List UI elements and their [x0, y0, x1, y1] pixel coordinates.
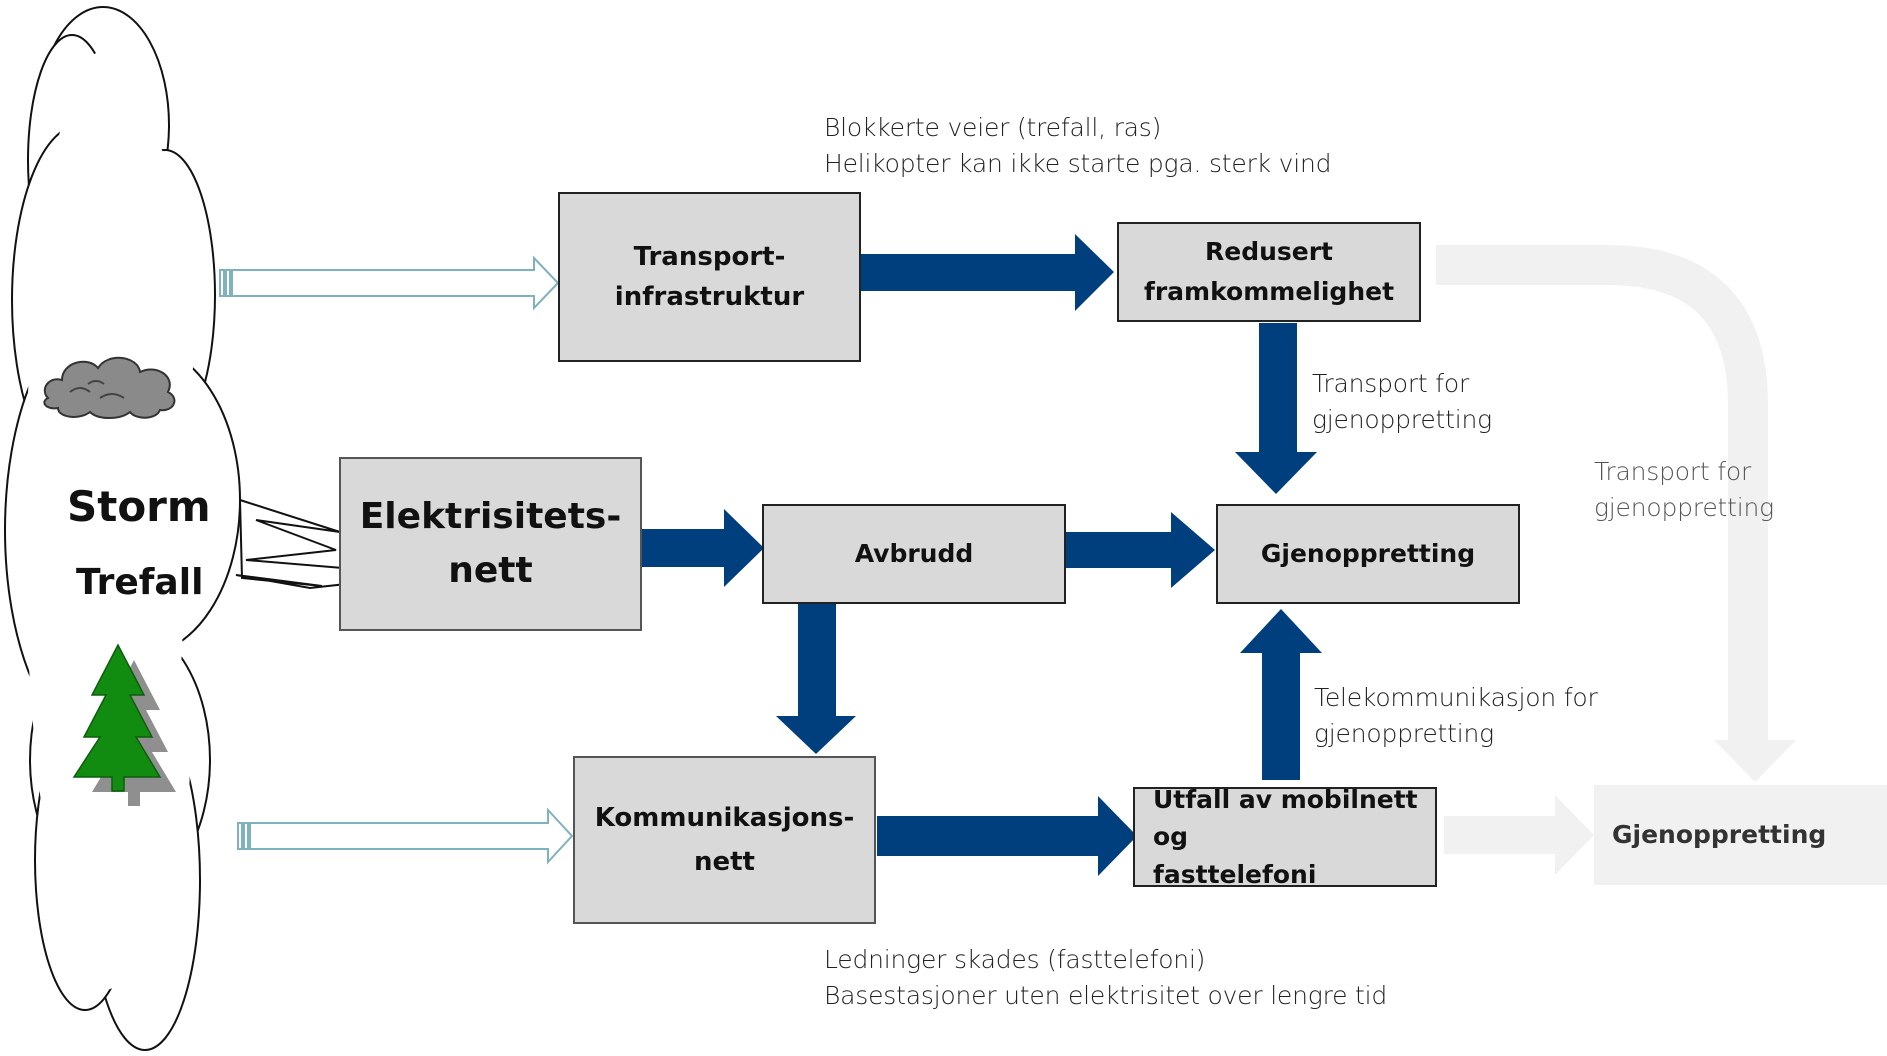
note-blokkerte-veier: Blokkerte veier (trefall, ras) Helikopte… — [824, 113, 1332, 178]
box-gjenoppretting-faded-label: Gjenoppretting — [1612, 819, 1827, 849]
note-ledninger-skades: Ledninger skades (fasttelefoni) Basestas… — [824, 945, 1388, 1010]
arrow-redusert-to-gjenoppretting — [1235, 323, 1317, 494]
note-transport-for-gjenoppretting-faded: Transport for gjenoppretting — [1594, 457, 1774, 522]
faded-arrow-to-gjenoppretting — [1444, 795, 1594, 875]
tree-icon — [72, 643, 176, 806]
blue-arrows — [641, 234, 1322, 876]
box-redusert-label: Redusert framkommelighet — [1143, 237, 1395, 306]
arrow-utfall-to-gjenoppretting — [1240, 609, 1322, 780]
arrow-avbrudd-to-gjenoppretting — [1066, 512, 1215, 588]
box-transport-label: Transport- infrastruktur — [614, 241, 805, 312]
cloud-label-trefall: Trefall — [76, 562, 204, 603]
grey-cloud-icon — [43, 356, 176, 419]
box-avbrudd-label: Avbrudd — [854, 538, 974, 568]
arrow-transport-to-redusert — [861, 234, 1114, 311]
box-elektrisitetsnett: Elektrisitets- nett — [339, 457, 642, 631]
faded-curved-arrow — [1436, 245, 1796, 782]
box-kommunikasjonsnett: Kommunikasjons- nett — [573, 756, 876, 924]
arrow-kommunikasjon-to-utfall — [877, 796, 1137, 876]
hollow-arrow-bottom — [237, 807, 574, 865]
note-telekommunikasjon: Telekommunikasjon for gjenoppretting — [1314, 683, 1598, 748]
hollow-arrow-top — [219, 255, 560, 311]
box-transport-infrastruktur: Transport- infrastruktur — [558, 192, 861, 362]
box-gjenoppretting-label: Gjenoppretting — [1260, 538, 1476, 568]
box-gjenoppretting: Gjenoppretting — [1216, 504, 1520, 604]
box-avbrudd: Avbrudd — [762, 504, 1066, 604]
box-utfall-mobilnett: Utfall av mobilnett og fasttelefoni — [1133, 785, 1437, 889]
note-transport-for-gjenoppretting: Transport for gjenoppretting — [1312, 369, 1492, 434]
box-elektrisitet-label: Elektrisitets- nett — [359, 496, 622, 591]
box-kommunikasjon-label: Kommunikasjons- nett — [594, 802, 855, 877]
cloud-label-storm: Storm — [67, 482, 211, 531]
box-redusert-framkommelighet: Redusert framkommelighet — [1117, 222, 1421, 322]
arrow-avbrudd-to-kommunikasjon — [776, 603, 856, 754]
box-utfall-label: Utfall av mobilnett og fasttelefoni — [1153, 784, 1418, 889]
arrow-elektrisitet-to-avbrudd — [641, 509, 764, 587]
box-gjenoppretting-faded: Gjenoppretting — [1594, 785, 1887, 885]
